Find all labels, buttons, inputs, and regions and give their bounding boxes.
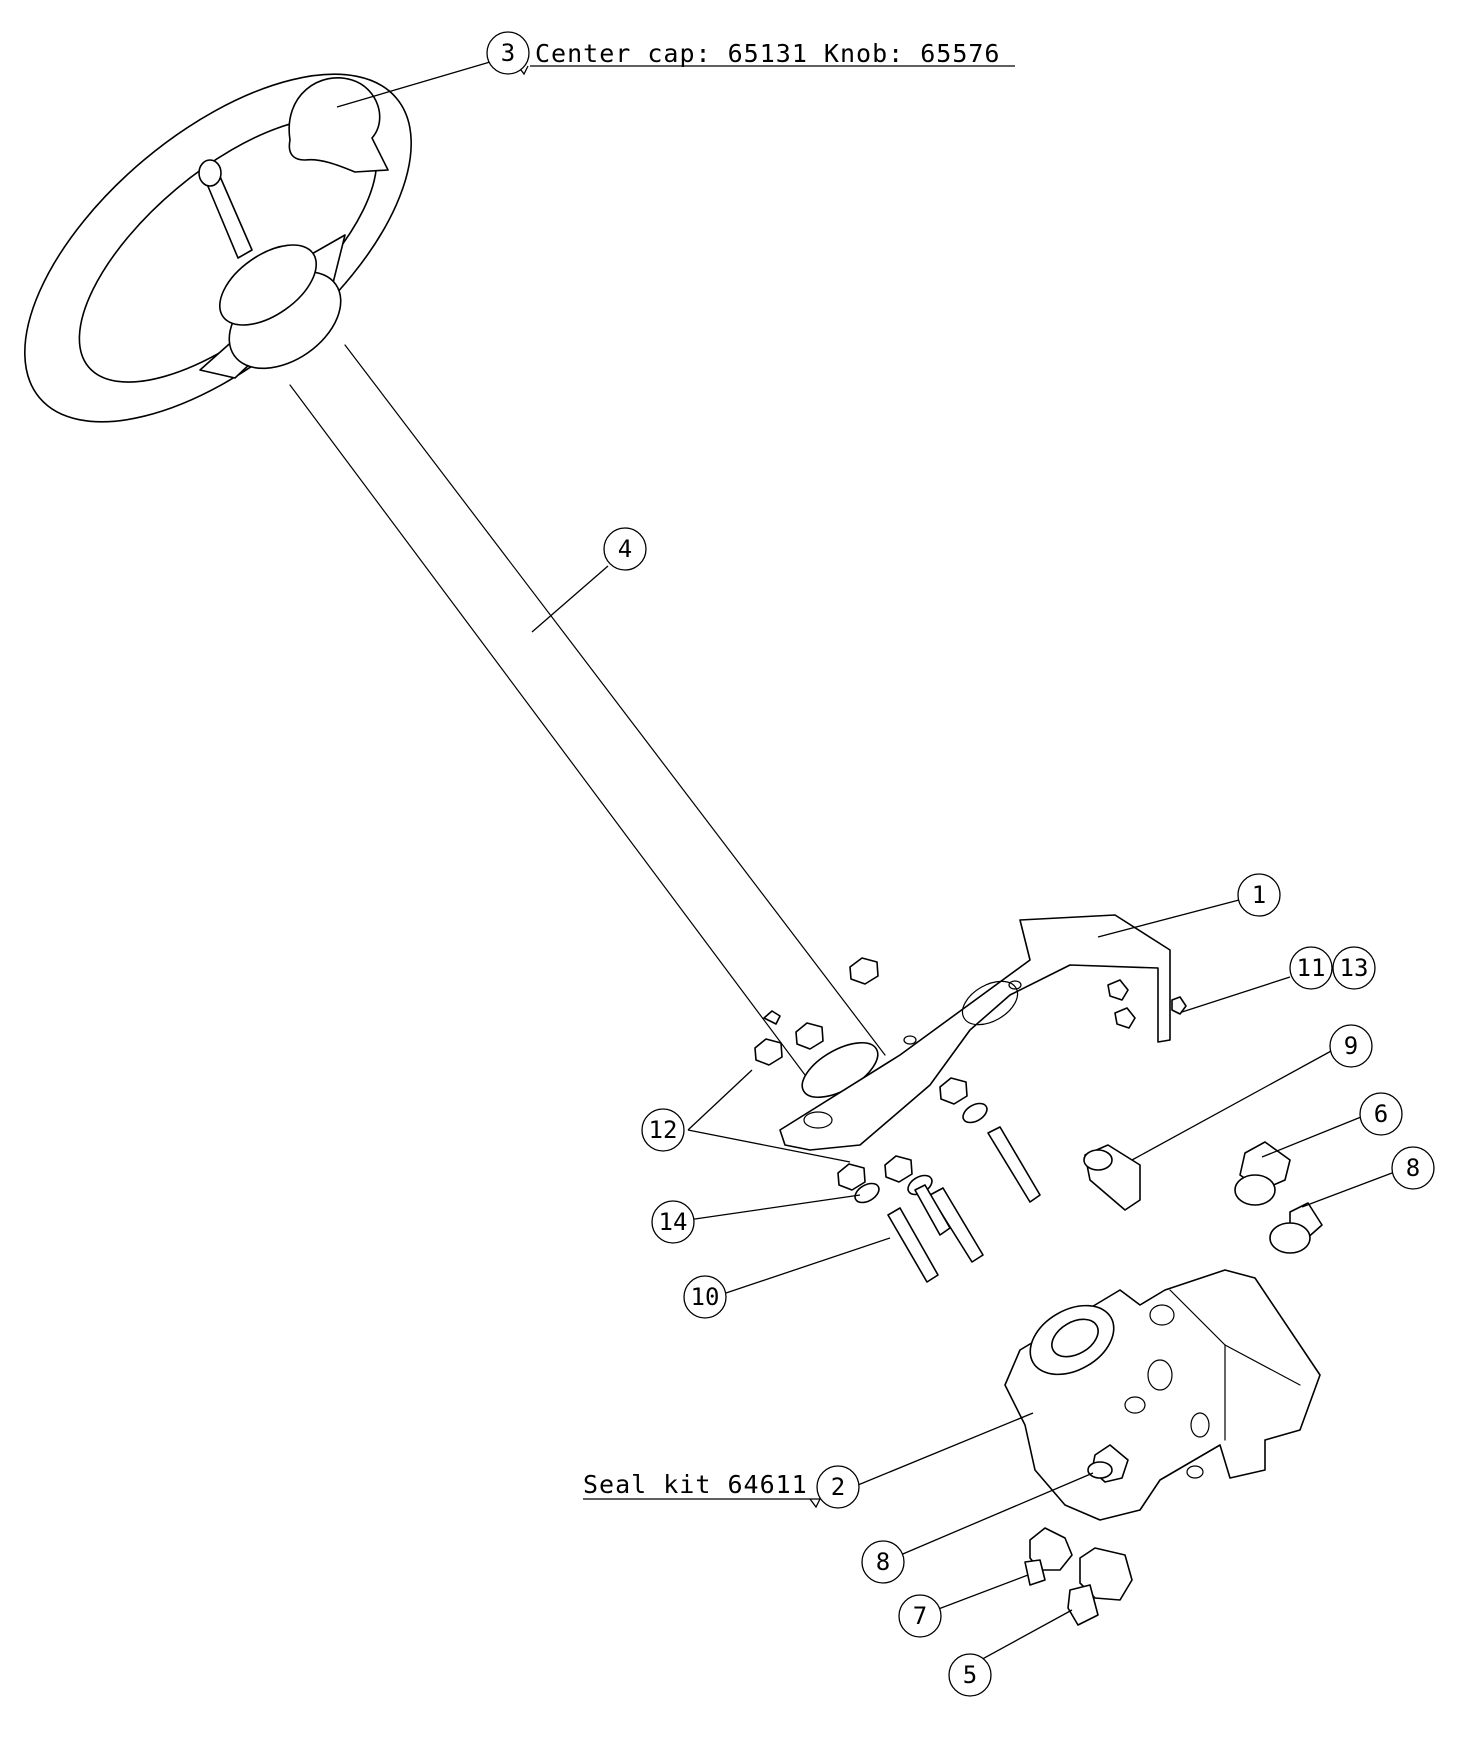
note-seal-kit: Seal kit 64611 [583, 1470, 821, 1509]
svg-text:6: 6 [1374, 1100, 1388, 1128]
svg-text:2: 2 [831, 1473, 845, 1501]
steering-wheel [24, 73, 412, 423]
svg-text:7: 7 [913, 1602, 927, 1630]
callout-8-upper: 8 [1391, 1146, 1435, 1190]
callout-6: 6 [1359, 1092, 1403, 1136]
svg-text:8: 8 [1406, 1154, 1420, 1182]
callout-3: 3 [486, 31, 530, 75]
svg-text:5: 5 [963, 1661, 977, 1689]
callout-9: 9 [1329, 1024, 1373, 1068]
svg-text:1: 1 [1252, 881, 1266, 909]
bolts [887, 1126, 1041, 1283]
callout-11: 11 [1289, 946, 1333, 990]
svg-text:Center cap: 65131 Knob: 65576: Center cap: 65131 Knob: 65576 [535, 39, 1001, 68]
callout-1: 1 [1237, 873, 1281, 917]
callout-12: 12 [641, 1108, 685, 1152]
steering-unit-pump [1004, 1269, 1321, 1521]
svg-text:Seal kit 64611: Seal kit 64611 [583, 1470, 808, 1499]
hex-nuts [754, 957, 1187, 1191]
callout-8-lower: 8 [861, 1540, 905, 1584]
svg-text:13: 13 [1340, 954, 1369, 982]
callout-4: 4 [603, 527, 647, 571]
mounting-bracket [779, 914, 1171, 1151]
callout-2: 2 [816, 1465, 860, 1509]
note-center-cap: Center cap: 65131 Knob: 65576 [517, 39, 1015, 76]
fittings-lower [1024, 1444, 1133, 1626]
washers [854, 1102, 988, 1204]
svg-text:11: 11 [1297, 954, 1326, 982]
fittings-upper [1083, 1141, 1323, 1254]
callout-13: 13 [1332, 946, 1376, 990]
svg-text:8: 8 [876, 1548, 890, 1576]
callout-7: 7 [898, 1594, 942, 1638]
steering-column [289, 344, 886, 1099]
callout-5: 5 [948, 1653, 992, 1697]
svg-text:12: 12 [649, 1116, 678, 1144]
svg-text:4: 4 [618, 535, 632, 563]
svg-text:10: 10 [691, 1283, 720, 1311]
callout-10: 10 [683, 1275, 727, 1319]
svg-text:3: 3 [501, 39, 515, 67]
svg-text:14: 14 [659, 1208, 688, 1236]
leader-lines [336, 61, 1393, 1669]
callout-14: 14 [651, 1200, 695, 1244]
svg-text:9: 9 [1344, 1032, 1358, 1060]
